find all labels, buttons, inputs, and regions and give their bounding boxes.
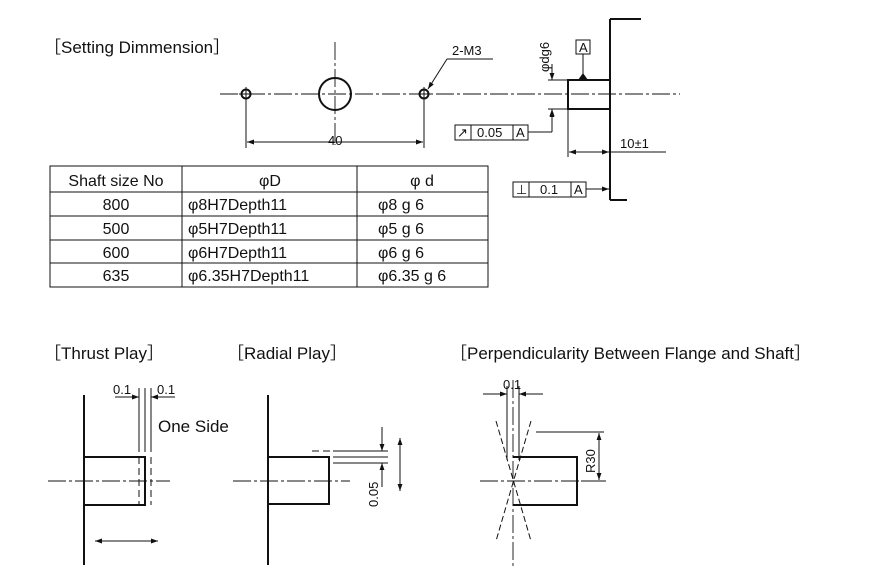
radial-play-title: ［Radial Play］ (227, 344, 347, 363)
table-header-shaft: φ d (410, 173, 434, 190)
table-cell: φ5 g 6 (378, 221, 424, 238)
m3-leader (427, 58, 448, 90)
runout-datum: A (516, 125, 525, 140)
table-cell: φ6.35H7Depth11 (188, 268, 309, 285)
perp-tilt-right (495, 420, 532, 542)
shaft-diameter-label: φdg6 (537, 42, 552, 72)
perpendicularity-section: ［Perpendicularity Between Flange and Sha… (450, 344, 811, 568)
table-cell: φ6 g 6 (378, 245, 424, 262)
table-cell: φ5H7Depth11 (188, 221, 287, 238)
table-header-bore: φD (259, 173, 281, 190)
radial-shaft (267, 456, 330, 505)
perp-shaft (513, 456, 578, 506)
thrust-right-value: 0.1 (157, 382, 175, 397)
spacing-dimension: 40 (328, 133, 342, 148)
table-cell: 500 (103, 221, 130, 238)
table-cell: 635 (103, 268, 130, 285)
runout-value: 0.05 (477, 125, 502, 140)
table-cell: φ6H7Depth11 (188, 245, 287, 262)
table-header-shaft-size: Shaft size No (68, 173, 163, 190)
table-border (49, 165, 489, 288)
datum-a-label: A (579, 40, 588, 55)
perp-value: 0.1 (540, 182, 558, 197)
radial-play-section: ［Radial Play］ 0.05 (227, 344, 403, 565)
runout-symbol: ↗ (457, 125, 468, 140)
perp-symbol: ⊥ (516, 182, 527, 197)
setting-dimension-section: ［Setting Dimmension］ 2-M3 40 A (44, 18, 680, 201)
thrust-play-title: ［Thrust Play］ (44, 344, 164, 363)
shaft-body (567, 79, 611, 110)
flange-gap-dimension: 10±1 (620, 136, 649, 151)
perp-datum: A (574, 182, 583, 197)
shaft-size-table: Shaft size No φD φ d 800 φ8H7Depth11 φ8 … (49, 165, 489, 288)
perp-tilt-left (495, 420, 532, 542)
perp-tolerance-value: 0.1 (503, 377, 521, 392)
table-cell: φ8H7Depth11 (188, 197, 287, 214)
datum-triangle (578, 73, 588, 80)
perp-radius-label: R30 (583, 449, 598, 473)
thrust-play-section: ［Thrust Play］ 0.1 0.1 One Side (44, 344, 229, 565)
setting-dimension-title: ［Setting Dimmension］ (44, 38, 230, 57)
boss-circle (318, 77, 352, 111)
table-cell: φ6.35 g 6 (378, 268, 446, 285)
perpendicularity-title: ［Perpendicularity Between Flange and Sha… (450, 344, 811, 363)
table-cell: φ8 g 6 (378, 197, 424, 214)
radial-value: 0.05 (366, 482, 381, 507)
table-cell: 600 (103, 245, 130, 262)
thrust-note: One Side (158, 417, 229, 436)
thrust-left-value: 0.1 (113, 382, 131, 397)
table-cell: 800 (103, 197, 130, 214)
hole-callout: 2-M3 (452, 43, 482, 58)
